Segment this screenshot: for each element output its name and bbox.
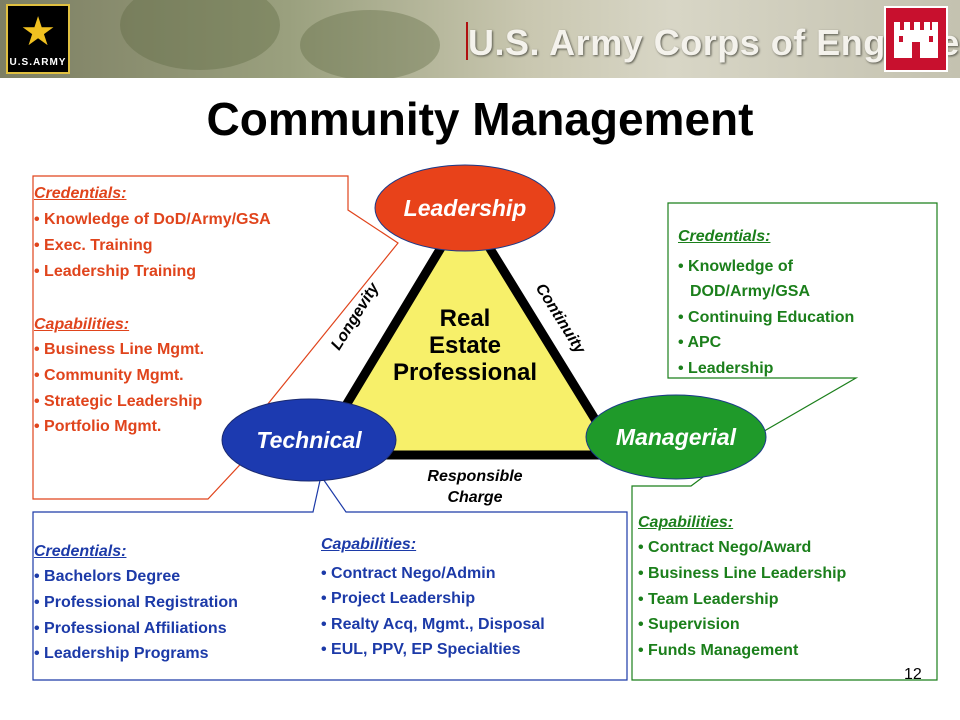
triangle [308,199,626,460]
list-item-text: Leadership [688,360,774,377]
list-item-text: Exec. Training [44,237,153,254]
map-background [300,10,440,78]
star-icon: ★ [20,10,56,54]
managerial-capability-item: • Contract Nego/Award [638,539,812,556]
list-item-text: Funds Management [648,642,799,659]
list-item-text: EUL, PPV, EP Specialties [331,641,521,658]
list-item-text: Project Leadership [331,590,476,607]
managerial-capability-item: • Supervision [638,616,740,633]
technical-label: Technical [256,427,362,453]
managerial-capability-item: • Funds Management [638,642,799,659]
managerial-credential-item: • Leadership [678,360,774,377]
leadership-credential-item: • Exec. Training [34,237,153,254]
list-item-text: Professional Registration [44,594,238,611]
list-item-text: Realty Acq, Mgmt., Disposal [331,616,545,633]
leadership-capability-item: • Business Line Mgmt. [34,341,205,358]
technical-credential-item: • Professional Registration [34,594,238,611]
page-number: 12 [904,666,922,683]
managerial-credential-item: • APC [678,334,722,351]
list-item-text: Strategic Leadership [44,393,203,410]
list-item-text: Contract Nego/Award [648,539,812,556]
managerial-label: Managerial [615,424,737,450]
technical-credentials-header: Credentials: [34,543,127,560]
technical-credential-item: • Professional Affiliations [34,620,227,637]
technical-node [221,398,397,482]
list-item-text: Community Mgmt. [44,367,184,384]
leadership-capability-item: • Community Mgmt. [34,367,184,384]
edge-label-bottom-line-2: Charge [447,489,503,506]
technical-capability-item: • Contract Nego/Admin [321,565,496,582]
list-item-text: Leadership Training [44,263,197,280]
list-item-text: Professional Affiliations [44,620,227,637]
list-item-text: Bachelors Degree [44,568,181,585]
list-item-text: APC [687,334,722,351]
corps-title: U.S. Army Corps of Engineers [468,22,960,63]
edge-label-responsible-charge: Responsible Charge [400,466,550,508]
center-line-3: Professional [392,359,538,386]
castle-logo-icon [884,6,948,72]
list-item-text: Business Line Mgmt. [44,341,205,358]
technical-capability-item: • Project Leadership [321,590,476,607]
managerial-node [585,394,767,480]
leadership-label: Leadership [403,195,527,221]
managerial-credential-item: • Continuing Education [678,309,855,326]
leadership-capability-item: • Portfolio Mgmt. [34,418,162,435]
list-item-text: Continuing Education [688,309,855,326]
list-item-text: Team Leadership [648,591,779,608]
army-logo-text: U.S.ARMY [9,57,67,68]
leadership-capability-item: • Strategic Leadership [34,393,203,410]
header-banner: ★ U.S.ARMY U.S. Army Corps of Engineers [0,0,960,78]
managerial-capability-item: • Business Line Leadership [638,565,847,582]
managerial-credential-item-cont: DOD/Army/GSA [690,283,811,300]
list-item-text: Supervision [648,616,740,633]
list-item-text: Business Line Leadership [648,565,847,582]
title-divider [466,22,468,60]
technical-capabilities-header: Capabilities: [321,536,417,553]
technical-capability-item: • EUL, PPV, EP Specialties [321,641,521,658]
technical-credential-item: • Leadership Programs [34,645,209,662]
leadership-credentials-header: Credentials: [34,185,127,202]
list-item-text: Knowledge of [688,258,793,275]
list-item-text: Knowledge of DoD/Army/GSA [44,211,271,228]
managerial-credentials-header: Credentials: [678,228,771,245]
leadership-credential-item: • Leadership Training [34,263,197,280]
managerial-capabilities-header: Capabilities: [638,514,734,531]
list-item-text: Portfolio Mgmt. [44,418,162,435]
list-item-text: Leadership Programs [44,645,209,662]
managerial-callout [631,202,938,681]
slide-title: Community Management [206,93,754,145]
managerial-capability-item: • Team Leadership [638,591,779,608]
leadership-capabilities-header: Capabilities: [34,316,130,333]
technical-capability-item: • Realty Acq, Mgmt., Disposal [321,616,545,633]
map-background [120,0,280,70]
center-label: Real Estate Professional [385,305,545,386]
list-item-text: Contract Nego/Admin [331,565,496,582]
center-line-1: Real [439,305,491,332]
edge-label-bottom-line-1: Responsible [427,468,523,485]
managerial-credential-item: • Knowledge of [678,258,793,275]
leadership-credential-item: • Knowledge of DoD/Army/GSA [34,211,271,228]
leadership-node [374,164,556,252]
technical-credential-item: • Bachelors Degree [34,568,181,585]
technical-callout [32,474,628,681]
army-logo: ★ U.S.ARMY [6,4,70,74]
center-line-2: Estate [428,332,502,359]
